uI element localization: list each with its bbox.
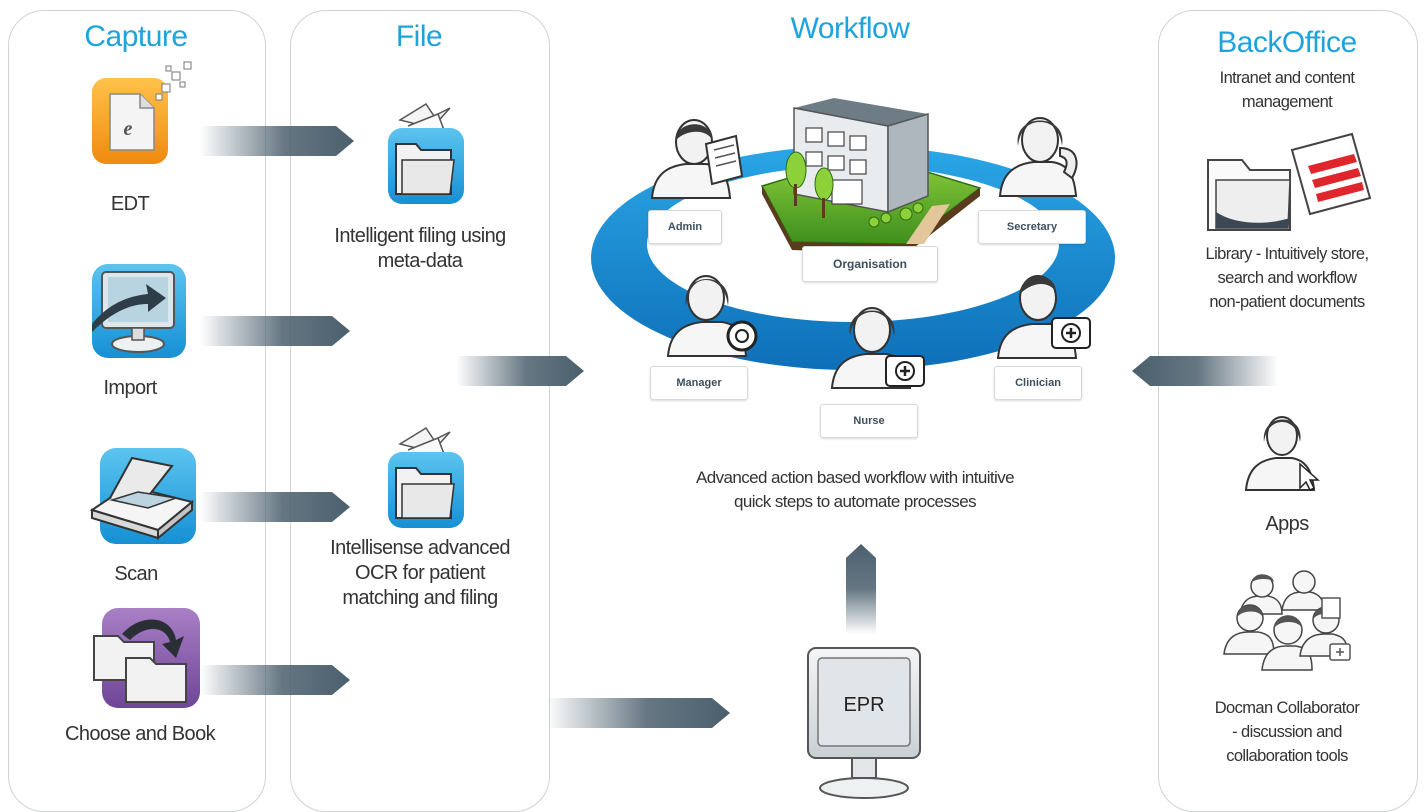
- intelligent-filing-line1: Intelligent filing using: [334, 225, 506, 247]
- epr-label: EPR: [843, 694, 885, 716]
- intelligent-filing-folder-icon: [388, 102, 464, 204]
- intellisense-line2: OCR for patient: [355, 562, 486, 584]
- intellisense-ocr-label: Intellisense advanced OCR for patient ma…: [300, 536, 540, 611]
- backoffice-heading: BackOffice: [1217, 26, 1357, 59]
- edt-document-icon: e: [92, 61, 192, 164]
- intellisense-line1: Intellisense advanced: [330, 537, 510, 559]
- backoffice-subtitle-line2: management: [1241, 93, 1333, 111]
- role-manager-tag: Manager: [650, 366, 748, 400]
- backoffice-subtitle-line1: Intranet and content: [1219, 69, 1355, 87]
- arrow-epr-to-workflow: [846, 544, 876, 634]
- choose-and-book-folder-icon: [93, 608, 200, 708]
- role-secretary-label: Secretary: [1006, 221, 1058, 233]
- arrow-choose-to-file: [200, 665, 350, 695]
- library-line3: non-patient documents: [1209, 293, 1365, 311]
- apps-label: Apps: [1265, 513, 1309, 535]
- collab-line2: - discussion and: [1232, 723, 1342, 741]
- backoffice-subtitle: Intranet and content management: [1158, 66, 1416, 114]
- svg-text:e: e: [124, 118, 133, 140]
- organisation-building-icon: [760, 98, 982, 254]
- clinician-person-icon: [996, 275, 1091, 359]
- file-heading: File: [395, 20, 443, 53]
- collab-line3: collaboration tools: [1226, 747, 1348, 765]
- workflow-description-line1: Advanced action based workflow with intu…: [696, 468, 1015, 487]
- intellisense-line3: matching and filing: [342, 587, 498, 609]
- arrow-backoffice-to-workflow: [1132, 356, 1278, 386]
- manager-person-icon: [666, 275, 758, 357]
- choose-and-book-label: Choose and Book: [64, 723, 216, 745]
- role-manager-label: Manager: [676, 377, 722, 389]
- intelligent-filing-line2: meta-data: [377, 250, 463, 272]
- role-admin-label: Admin: [667, 221, 703, 233]
- scan-label: Scan: [114, 563, 158, 585]
- role-secretary-tag: Secretary: [978, 210, 1086, 244]
- workflow-description-line2: quick steps to automate processes: [734, 492, 977, 511]
- epr-monitor-icon: [807, 647, 921, 799]
- library-line2: search and workflow: [1217, 269, 1357, 287]
- secretary-person-icon: [998, 117, 1078, 197]
- backoffice-panel: [1158, 10, 1418, 812]
- collaborator-group-icon: [1223, 570, 1351, 671]
- collab-line1: Docman Collaborator: [1214, 699, 1360, 717]
- collaborator-description: Docman Collaborator - discussion and col…: [1158, 696, 1416, 768]
- nurse-person-icon: [830, 307, 925, 389]
- arrow-file-to-epr: [546, 698, 730, 728]
- role-nurse-tag: Nurse: [820, 404, 918, 438]
- intelligent-filing-label: Intelligent filing using meta-data: [300, 224, 540, 274]
- arrow-file-to-workflow: [456, 356, 584, 386]
- role-nurse-label: Nurse: [853, 415, 885, 427]
- capture-heading: Capture: [84, 20, 188, 53]
- library-line1: Library - Intuitively store,: [1205, 245, 1370, 263]
- workflow-description: Advanced action based workflow with intu…: [620, 466, 1090, 514]
- library-description: Library - Intuitively store, search and …: [1158, 242, 1416, 314]
- role-clinician-label: Clinician: [1015, 377, 1061, 389]
- arrow-import-to-file: [200, 316, 350, 346]
- role-organisation-tag: Organisation: [802, 246, 938, 282]
- apps-person-cursor-icon: [1244, 416, 1320, 492]
- arrow-scan-to-file: [200, 492, 350, 522]
- workflow-heading: Workflow: [790, 12, 910, 45]
- edt-label: EDT: [110, 193, 150, 215]
- import-monitor-icon: [92, 264, 186, 358]
- role-clinician-tag: Clinician: [994, 366, 1082, 400]
- library-folder-document-icon: [1207, 132, 1372, 231]
- arrow-edt-to-file: [200, 126, 354, 156]
- admin-person-icon: [650, 119, 744, 199]
- intellisense-ocr-folder-icon: [388, 426, 464, 528]
- import-label: Import: [103, 377, 157, 399]
- role-admin-tag: Admin: [648, 210, 722, 244]
- role-organisation-label: Organisation: [832, 257, 907, 271]
- scanner-icon: [89, 448, 196, 544]
